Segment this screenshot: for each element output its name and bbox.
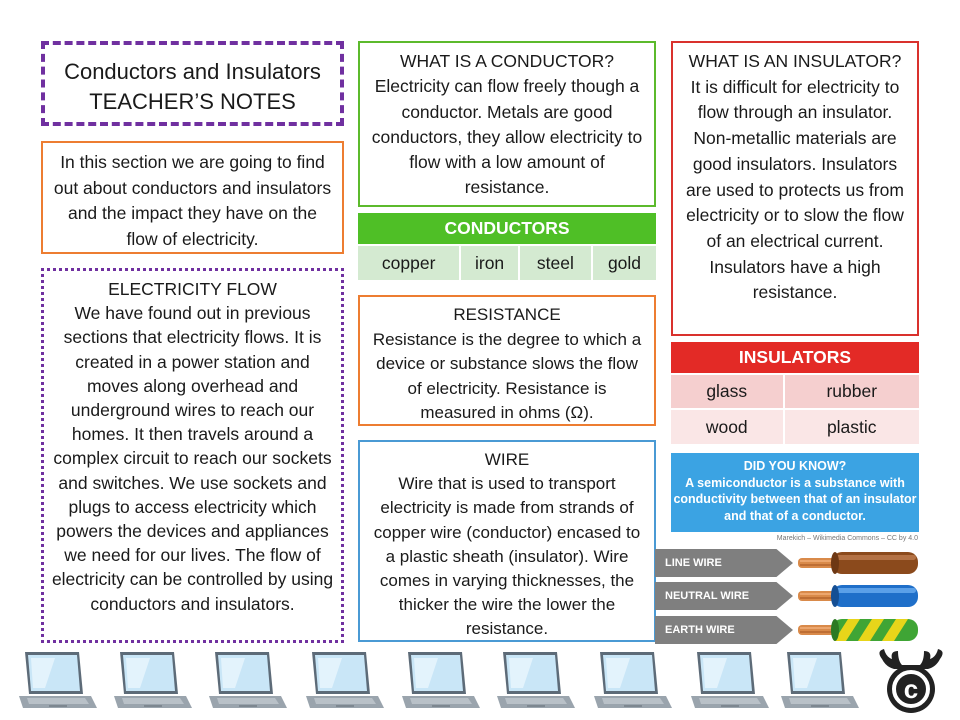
neutral-wire-row: NEUTRAL WIRE	[655, 582, 920, 610]
insulators-table: INSULATORS glass rubber wood plastic	[671, 342, 919, 444]
wire-box: WIRE Wire that is used to transport elec…	[358, 440, 656, 642]
line-wire-label: LINE WIRE	[655, 549, 793, 577]
page-title: Conductors and Insulators	[64, 59, 321, 84]
wire-text: Wire that is used to transport electrici…	[373, 474, 641, 639]
did-you-know-text: A semiconductor is a substance with cond…	[673, 475, 917, 523]
laptop-icon	[209, 652, 287, 708]
conductor-box: WHAT IS A CONDUCTOR? Electricity can flo…	[358, 41, 656, 207]
page-subtitle: TEACHER’S NOTES	[89, 89, 296, 114]
laptop-row	[15, 645, 865, 715]
insulators-table-heading: INSULATORS	[671, 342, 919, 374]
insulator-heading: WHAT IS AN INSULATOR?	[688, 51, 902, 71]
electricity-flow-heading: ELECTRICITY FLOW	[108, 279, 277, 299]
line-wire-icon	[798, 552, 918, 574]
insulator-text: It is difficult for electricity to flow …	[686, 76, 904, 303]
intro-box: In this section we are going to find out…	[41, 141, 344, 254]
did-you-know-heading: DID YOU KNOW?	[743, 459, 847, 473]
resistance-box: RESISTANCE Resistance is the degree to w…	[358, 295, 656, 426]
earth-wire-label: EARTH WIRE	[655, 616, 793, 644]
intro-text: In this section we are going to find out…	[53, 152, 332, 249]
did-you-know-box: DID YOU KNOW? A semiconductor is a subst…	[671, 453, 919, 532]
conductor-text: Electricity can flow freely though a con…	[371, 76, 643, 198]
neutral-wire-icon	[798, 585, 918, 607]
laptop-icon	[594, 652, 672, 708]
insulator-item: plastic	[783, 408, 919, 444]
title-box: Conductors and Insulators TEACHER’S NOTE…	[41, 41, 344, 126]
wire-heading: WIRE	[484, 450, 530, 469]
laptop-icon	[402, 652, 480, 708]
electricity-flow-text: We have found out in previous sections t…	[51, 303, 334, 614]
conductors-table-heading: CONDUCTORS	[358, 213, 656, 245]
conductor-item: iron	[460, 244, 520, 280]
resistance-text: Resistance is the degree to which a devi…	[372, 329, 642, 423]
laptop-icon	[691, 652, 769, 708]
laptop-icon	[497, 652, 575, 708]
laptop-icon	[114, 652, 192, 708]
earth-wire-row: EARTH WIRE	[655, 616, 920, 644]
insulator-item: rubber	[783, 373, 919, 409]
conductor-item: gold	[591, 244, 656, 280]
conductors-table: CONDUCTORS copper iron steel gold	[358, 213, 656, 280]
resistance-heading: RESISTANCE	[453, 305, 561, 324]
laptop-icon	[781, 652, 859, 708]
insulator-box: WHAT IS AN INSULATOR? It is difficult fo…	[671, 41, 919, 336]
laptop-icon	[19, 652, 97, 708]
insulator-item: wood	[671, 408, 785, 444]
conductor-item: copper	[358, 244, 462, 280]
line-wire-row: LINE WIRE	[655, 549, 920, 577]
neutral-wire-label: NEUTRAL WIRE	[655, 582, 793, 610]
image-credit: Marekich – Wikimedia Commons – CC by 4.0	[776, 535, 918, 542]
electricity-flow-box: ELECTRICITY FLOW We have found out in pr…	[41, 268, 344, 643]
copyright-logo-icon: c	[872, 645, 950, 720]
insulator-item: glass	[671, 373, 785, 409]
svg-text:c: c	[904, 674, 918, 704]
laptop-icon	[306, 652, 384, 708]
conductor-item: steel	[518, 244, 593, 280]
earth-wire-icon	[798, 619, 918, 641]
conductor-heading: WHAT IS A CONDUCTOR?	[400, 51, 614, 71]
